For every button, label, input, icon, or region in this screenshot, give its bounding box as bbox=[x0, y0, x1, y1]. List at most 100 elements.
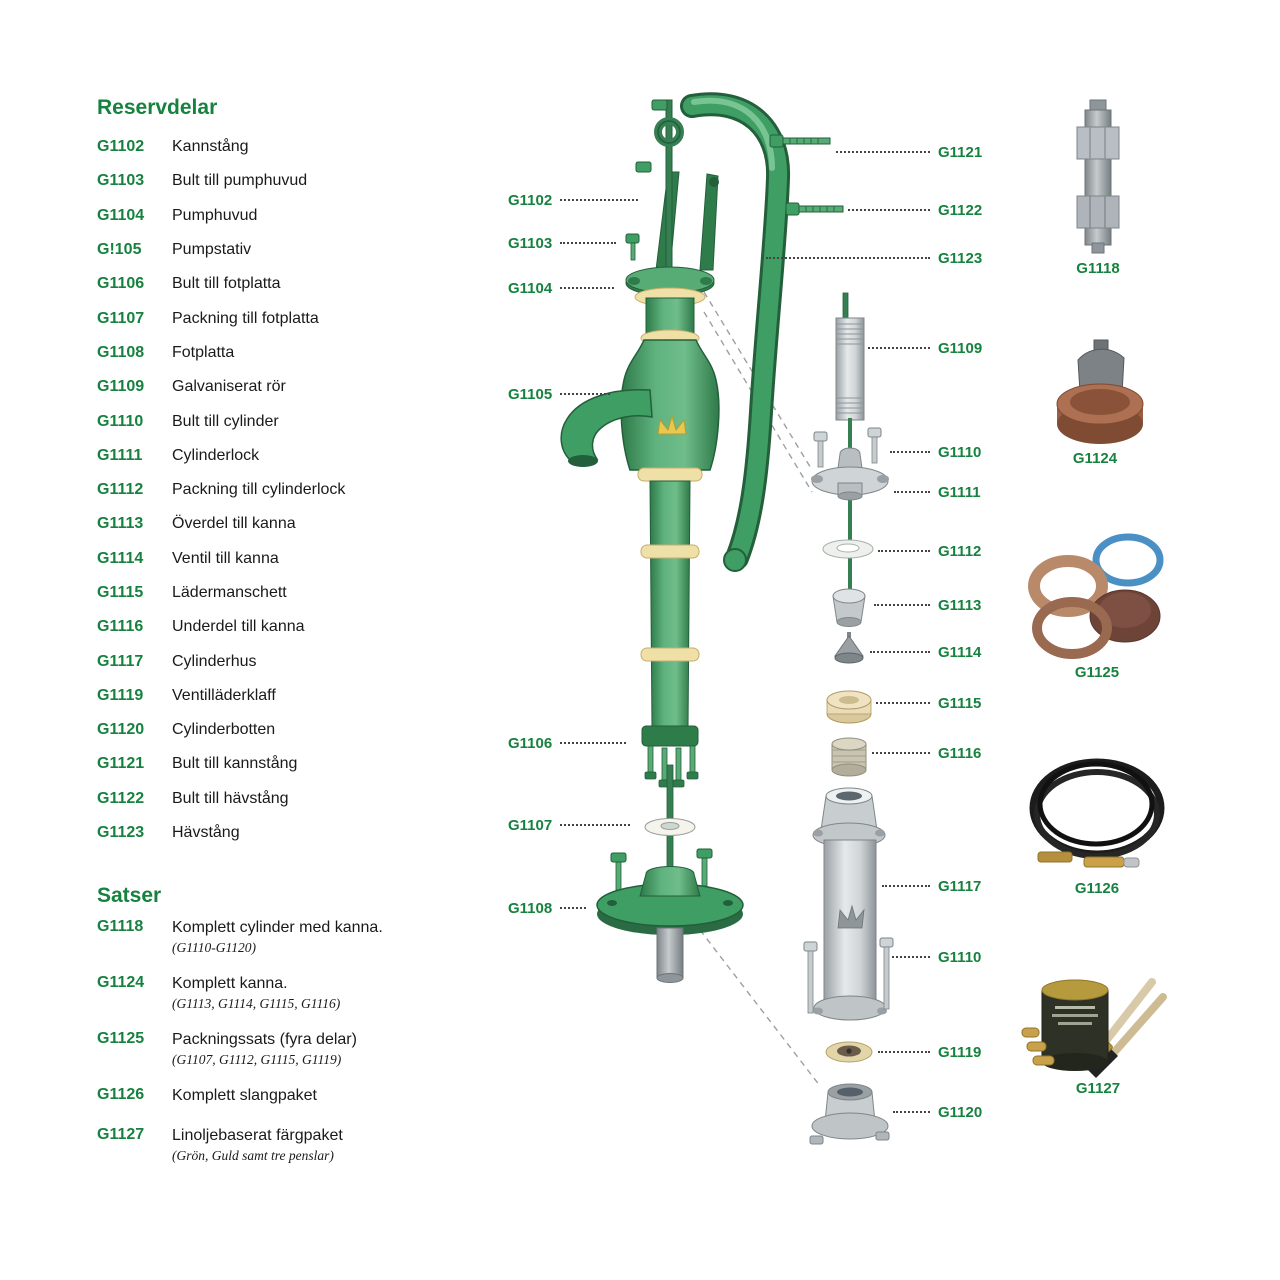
plunger-bottom bbox=[831, 737, 867, 777]
part-row: G1106 Bult till fotplatta bbox=[97, 267, 497, 301]
leader-dots bbox=[836, 151, 930, 153]
leader-dots bbox=[890, 451, 930, 453]
kit-row: G1127 Linoljebaserat färgpaket(Grön, Gul… bbox=[97, 1126, 497, 1178]
leader-dots bbox=[894, 491, 930, 493]
kits-title: Satser bbox=[97, 884, 162, 907]
part-code: G1103 bbox=[97, 172, 145, 190]
part-row: G1102 Kannstång bbox=[97, 130, 497, 164]
leader-dots bbox=[876, 702, 930, 704]
part-code: G1114 bbox=[97, 549, 144, 567]
part-label: Galvaniserat rör bbox=[172, 378, 286, 396]
pump-body bbox=[560, 339, 720, 482]
parts-title: Reservdelar bbox=[97, 96, 218, 119]
kit-row: G1124 Komplett kanna.(G1113, G1114, G111… bbox=[97, 974, 497, 1026]
galvanized-pipe bbox=[835, 292, 865, 421]
product-label-g1118: G1118 bbox=[1076, 260, 1120, 277]
part-code: G1109 bbox=[97, 378, 145, 396]
part-label: Ventilläderklaff bbox=[172, 686, 276, 704]
kit-note: (Grön, Guld samt tre penslar) bbox=[172, 1148, 334, 1163]
part-label: Cylinderlock bbox=[172, 446, 260, 464]
part-label: Bult till pumphuvud bbox=[172, 172, 308, 190]
callout-g1121: G1121 bbox=[836, 143, 982, 161]
crown-emblem bbox=[657, 414, 687, 435]
pump-head bbox=[625, 266, 715, 347]
leader-dots bbox=[868, 347, 930, 349]
part-row: G1114 Ventil till kanna bbox=[97, 542, 497, 576]
leader-dots bbox=[872, 752, 930, 754]
foot-gasket bbox=[644, 818, 696, 836]
leader-dots bbox=[870, 651, 930, 653]
leader-dots bbox=[878, 550, 930, 552]
callout-code: G1110 bbox=[938, 948, 982, 966]
part-code: G1116 bbox=[97, 618, 144, 636]
exploded-cylinder-illustration bbox=[803, 292, 894, 1145]
callout-code: G1119 bbox=[938, 1043, 982, 1061]
part-code: G1119 bbox=[97, 686, 144, 704]
callout-code: G1110 bbox=[938, 443, 982, 461]
part-code: G1107 bbox=[97, 309, 145, 327]
part-label: Packning till cylinderlock bbox=[172, 481, 346, 499]
cylinder-bolts-bottom bbox=[803, 937, 894, 1014]
part-row: G1119 Ventilläderklaff bbox=[97, 679, 497, 713]
callout-g1114: G1114 bbox=[870, 643, 981, 661]
kit-code: G1127 bbox=[97, 1126, 145, 1143]
callout-g1102: G1102 bbox=[508, 191, 639, 209]
bolt-havstang bbox=[785, 202, 844, 216]
part-label: Bult till fotplatta bbox=[172, 275, 281, 293]
callout-g1117: G1117 bbox=[882, 877, 981, 895]
callout-g1108: G1108 bbox=[508, 899, 587, 917]
part-label: Bult till hävstång bbox=[172, 789, 289, 807]
part-code: G1102 bbox=[97, 138, 145, 156]
part-label: Hävstång bbox=[172, 824, 240, 842]
kits-list: Satser G1118 Komplett cylinder med kanna… bbox=[97, 884, 497, 1182]
pump-illustration bbox=[560, 92, 844, 983]
leader-dots bbox=[560, 742, 627, 744]
product-label-g1125: G1125 bbox=[1074, 664, 1120, 681]
cylinder-bottom bbox=[809, 1083, 890, 1145]
bolt-kannstang bbox=[769, 134, 831, 148]
leader-dots bbox=[560, 242, 617, 244]
callout-g1110-bottom: G1110 bbox=[892, 948, 981, 966]
kit-label: Komplett cylinder med kanna. bbox=[172, 919, 383, 936]
kit-note: (G1110-G1120) bbox=[172, 940, 256, 955]
product-label-g1124: G1124 bbox=[1072, 450, 1118, 467]
part-label: Packning till fotplatta bbox=[172, 309, 319, 327]
part-label: Ventil till kanna bbox=[172, 549, 279, 567]
part-label: Cylinderbotten bbox=[172, 721, 276, 739]
callout-code: G1113 bbox=[938, 596, 982, 614]
kit-code: G1125 bbox=[97, 1030, 145, 1047]
part-label: Kannstång bbox=[172, 138, 249, 156]
callout-g1116: G1116 bbox=[872, 744, 981, 762]
part-code: G1115 bbox=[97, 584, 144, 601]
callout-code: G1116 bbox=[938, 744, 982, 762]
part-label: Cylinderhus bbox=[172, 652, 257, 670]
kit-label: Packningssats (fyra delar) bbox=[172, 1031, 357, 1048]
leader-dots bbox=[892, 956, 930, 958]
kit-label: Komplett slangpaket bbox=[172, 1087, 317, 1104]
part-label: Överdel till kanna bbox=[172, 515, 296, 533]
part-code: G1106 bbox=[97, 275, 145, 293]
part-label: Pumpstativ bbox=[172, 241, 252, 259]
cylinder-top-cup bbox=[812, 787, 886, 848]
leader-dots bbox=[560, 393, 611, 395]
leader-dots bbox=[560, 199, 639, 201]
part-label: Underdel till kanna bbox=[172, 618, 305, 636]
callout-code: G1107 bbox=[508, 816, 553, 834]
callout-g1109: G1109 bbox=[868, 339, 982, 357]
valve-leather-flap bbox=[825, 1041, 873, 1063]
part-code: G1120 bbox=[97, 721, 145, 739]
callout-code: G1122 bbox=[938, 201, 983, 219]
pump-fork bbox=[655, 171, 719, 271]
part-label: Lädermanschett bbox=[172, 584, 287, 601]
product-photo-g1118 bbox=[1076, 99, 1120, 254]
leader-dots bbox=[848, 209, 930, 211]
product-photo-g1124 bbox=[1056, 339, 1144, 444]
cylinder-crown-emblem bbox=[837, 904, 865, 929]
callout-g1119: G1119 bbox=[878, 1043, 981, 1061]
cylinder-lock bbox=[811, 447, 889, 501]
